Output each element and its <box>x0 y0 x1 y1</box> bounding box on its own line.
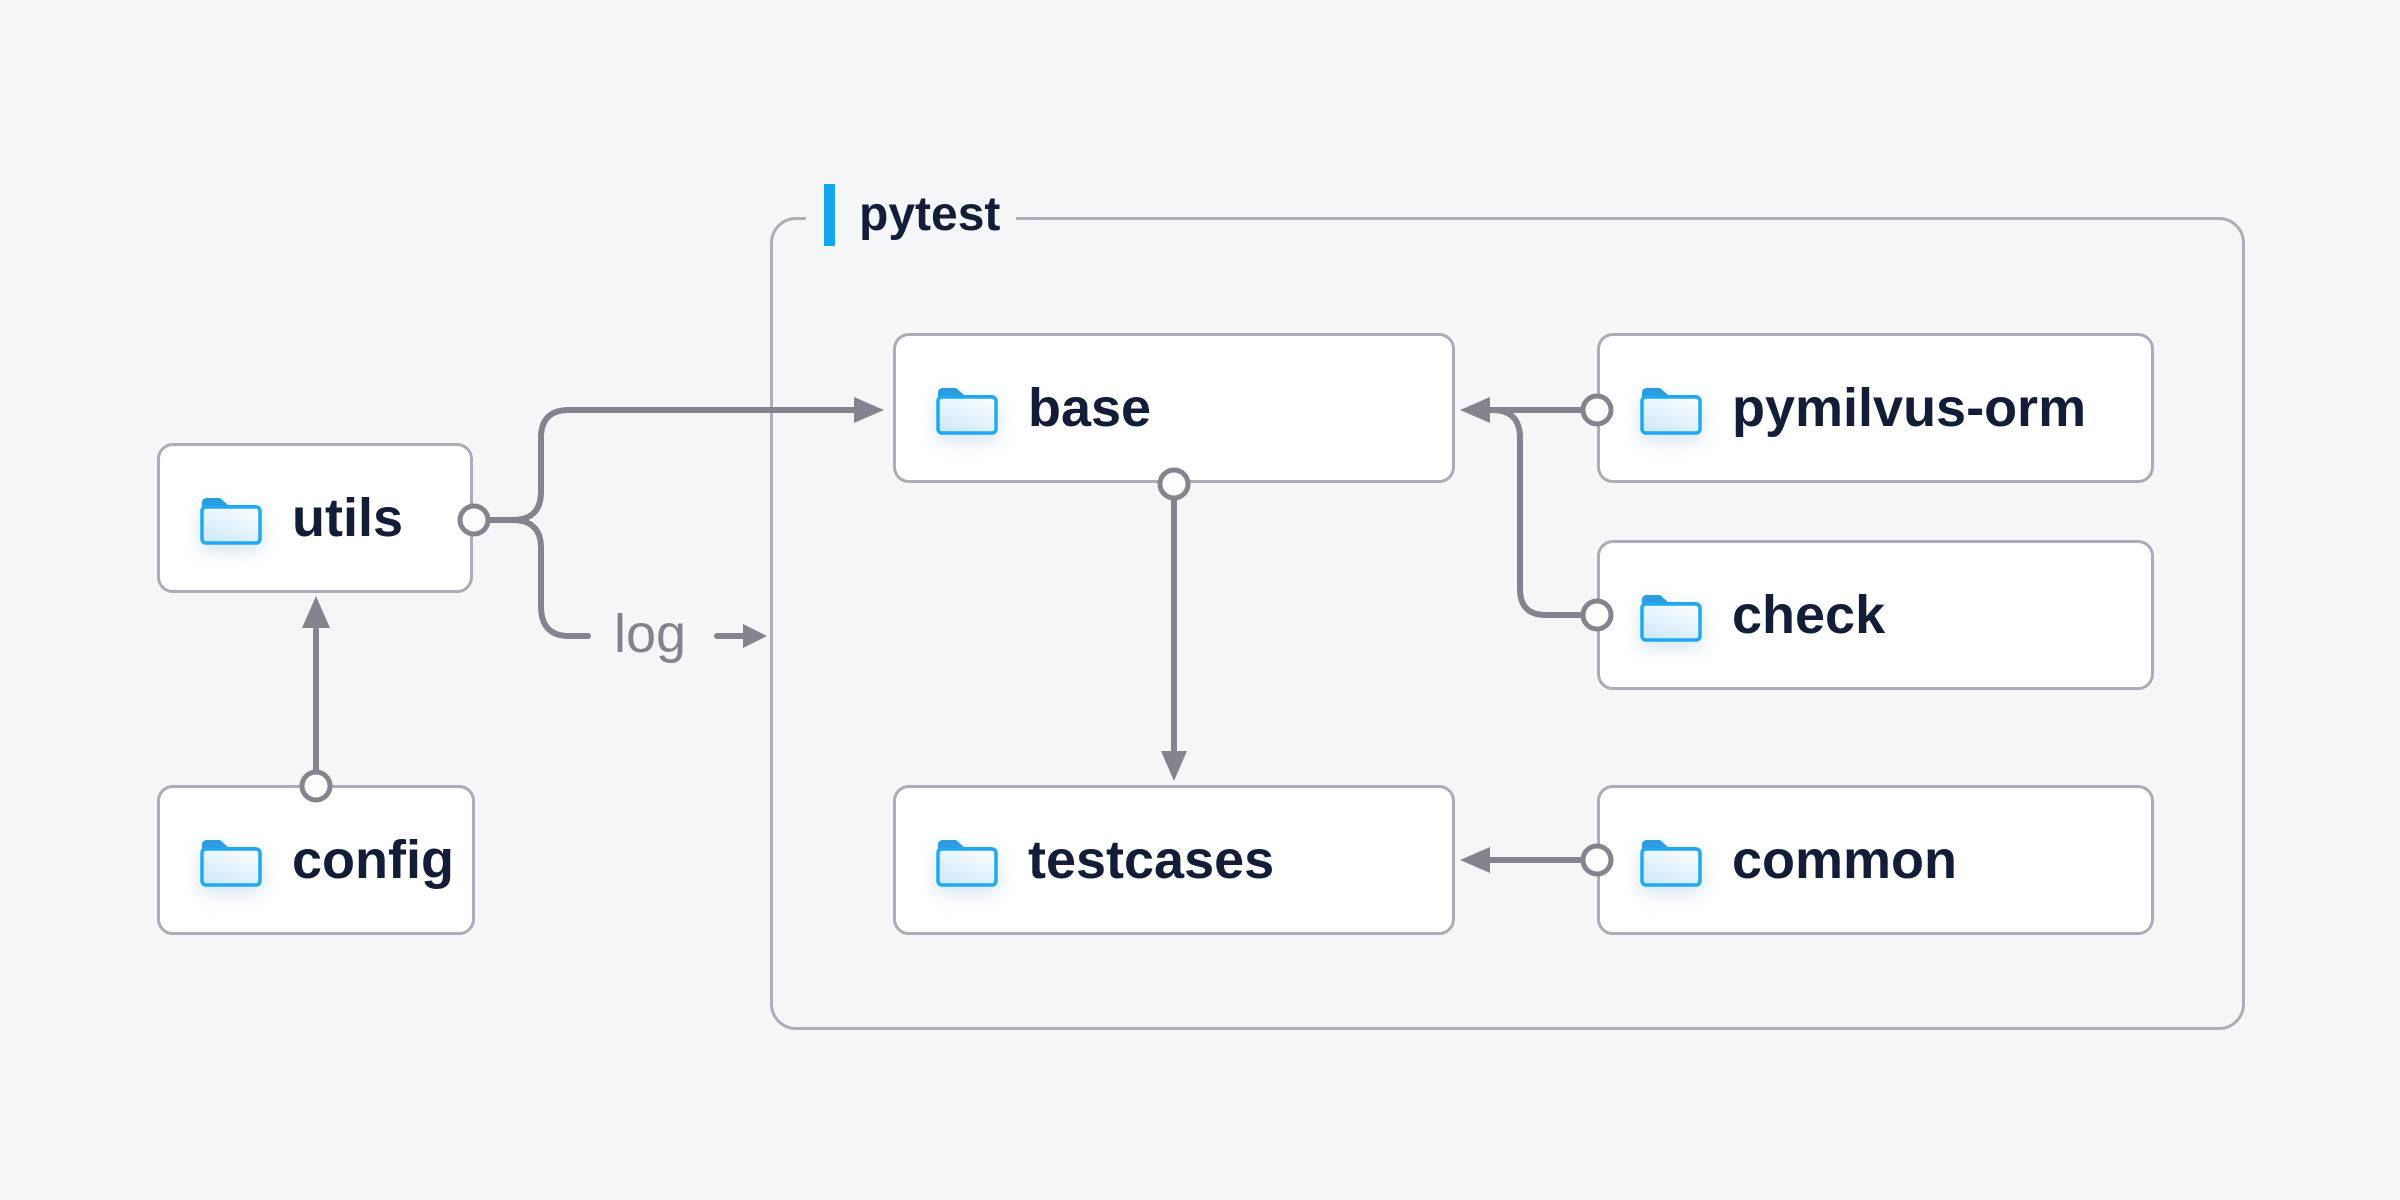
folder-icon <box>200 840 262 887</box>
node-label: testcases <box>1028 830 1275 890</box>
arrowhead-right-icon <box>743 624 767 648</box>
folder-icon <box>936 840 998 887</box>
edge-label-log: log <box>613 604 687 664</box>
node-utils: utils <box>157 443 473 593</box>
node-base: base <box>893 333 1455 483</box>
node-label: pymilvus-orm <box>1732 378 2087 438</box>
edge-config-utils <box>299 596 333 803</box>
node-check: check <box>1597 540 2154 690</box>
node-label: base <box>1028 378 1152 438</box>
node-label: check <box>1732 585 1886 645</box>
folder-icon <box>1640 388 1702 435</box>
arrowhead-up-icon <box>302 596 330 628</box>
node-label: common <box>1732 830 1958 890</box>
pytest-container <box>770 217 2245 1030</box>
accent-bar-icon <box>824 184 835 246</box>
node-testcases: testcases <box>893 785 1455 935</box>
pytest-label-text: pytest <box>859 188 1001 241</box>
node-common: common <box>1597 785 2154 935</box>
node-config: config <box>157 785 475 935</box>
folder-icon <box>1640 840 1702 887</box>
folder-icon <box>1640 595 1702 642</box>
folder-icon <box>936 388 998 435</box>
node-label: utils <box>292 488 404 548</box>
folder-icon <box>200 498 262 545</box>
node-pymilvus-orm: pymilvus-orm <box>1597 333 2154 483</box>
pytest-label: pytest <box>806 183 1017 247</box>
node-label: config <box>292 830 454 890</box>
